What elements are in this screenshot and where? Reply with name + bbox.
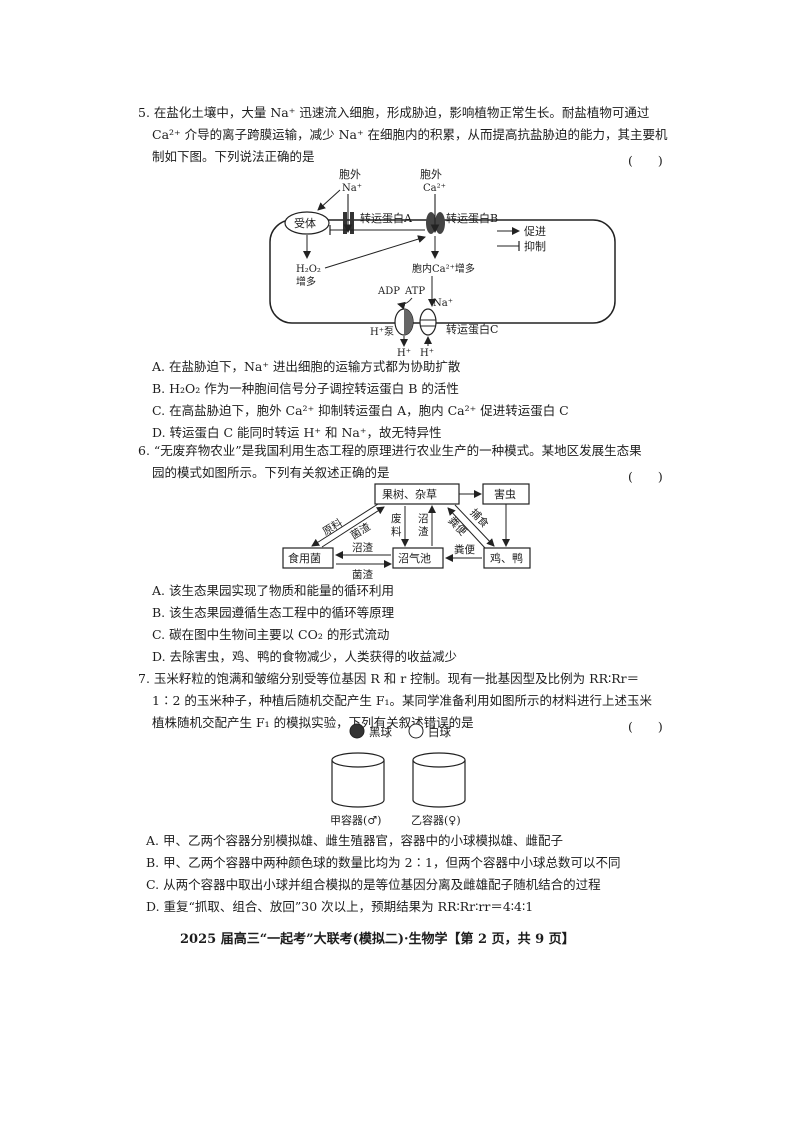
q6-option-a: A. 该生态果园实现了物质和能量的循环利用 — [152, 583, 394, 598]
container-b-rim — [412, 752, 466, 768]
fungi-label: 食用菌 — [288, 551, 321, 565]
page-footer: 2025 届高三“一起考”大联考(模拟二)·生物学【第 2 页，共 9 页】 — [180, 932, 575, 947]
q6-stem-line1: 6. “无废弃物农业”是我国利用生态工程的原理进行农业生产的一种模式。某地区发展… — [138, 443, 642, 458]
waste-label2: 料 — [391, 525, 402, 538]
poultry-box — [483, 547, 531, 569]
fruit-fungi-arrow — [311, 503, 379, 547]
q7-stem-line2: 1∶2 的玉米种子，种植后随机交配产生 F₁。某同学准备利用如图所示的材料进行上… — [152, 693, 653, 708]
container-a-label: 甲容器(♂) — [330, 813, 381, 827]
q5-stem-line3: 制如下图。下列说法正确的是 — [152, 149, 315, 164]
transporter-c-shape — [419, 308, 437, 336]
outside-na-label2: Na⁺ — [342, 183, 362, 194]
inner-ca-label: 胞内Ca²⁺增多 — [412, 262, 475, 275]
fungi-fruit-arrow — [321, 506, 385, 548]
h-label2: H⁺ — [420, 348, 434, 359]
white-ball-label: 白球 — [428, 725, 451, 739]
q6-option-b: B. 该生态果园遵循生态工程中的循环等原理 — [152, 605, 395, 620]
transporter-a-bar1 — [343, 212, 347, 234]
q5-answer-paren: ( ) — [628, 153, 663, 168]
h2o2-label1: H₂O₂ — [296, 264, 321, 275]
black-ball-icon — [349, 723, 365, 739]
outside-ca-label1: 胞外 — [420, 168, 442, 181]
fruit-label: 果树、杂草 — [382, 487, 437, 501]
container-b-body — [412, 760, 466, 808]
fungal-residue2-label: 菌渣 — [352, 568, 373, 581]
fungi-box — [282, 547, 334, 569]
q5-stem-line1: 5. 在盐化土壤中，大量 Na⁺ 迅速流入细胞，形成胁迫，影响植物正常生长。耐盐… — [138, 105, 650, 120]
biogas-box — [392, 547, 444, 569]
legend-promote-label: 促进 — [524, 224, 546, 238]
q7-answer-paren: ( ) — [628, 719, 663, 734]
h-label1: H⁺ — [397, 348, 411, 359]
q7-option-b: B. 甲、乙两个容器中两种颜色球的数量比均为 2∶1，但两个容器中小球总数可以不… — [146, 855, 621, 870]
na-receptor-arrow — [317, 189, 341, 211]
h-pump-fill — [404, 309, 413, 335]
q5-option-a: A. 在盐胁迫下，Na⁺ 进出细胞的运输方式都为协助扩散 — [152, 359, 461, 374]
container-b-label: 乙容器(♀) — [411, 813, 461, 827]
transporter-b-label: 转运蛋白B — [446, 211, 498, 225]
q6-option-c: C. 碳在图中生物间主要以 CO₂ 的形式流动 — [152, 627, 390, 642]
black-ball-label: 黑球 — [369, 725, 392, 739]
container-a-body — [331, 760, 385, 808]
outside-ca-label2: Ca²⁺ — [423, 183, 446, 194]
container-a-rim — [331, 752, 385, 768]
outside-na-label1: 胞外 — [339, 168, 361, 181]
manure-label: 粪便 — [454, 543, 475, 556]
q5-stem-line2: Ca²⁺ 介导的离子跨膜运输，减少 Na⁺ 在细胞内的积累，从而提高抗盐胁迫的能… — [152, 127, 668, 142]
h-pump-label: H⁺泵 — [370, 326, 394, 338]
q5-option-d: D. 转运蛋白 C 能同时转运 H⁺ 和 Na⁺，故无特异性 — [152, 425, 442, 440]
q5-option-c: C. 在高盐胁迫下，胞外 Ca²⁺ 抑制转运蛋白 A，胞内 Ca²⁺ 促进转运蛋… — [152, 403, 569, 418]
q7-stem-line1: 7. 玉米籽粒的饱满和皱缩分别受等位基因 R 和 r 控制。现有一批基因型及比例… — [138, 671, 640, 686]
transporter-c-label: 转运蛋白C — [446, 322, 498, 336]
legend-inhibit-label: 抑制 — [524, 239, 546, 253]
q7-stem-line3: 植株随机交配产生 F₁ 的模拟实验，下列有关叙述错误的是 — [152, 715, 474, 730]
slag-label2: 渣 — [418, 525, 429, 538]
receptor-label: 受体 — [294, 216, 316, 230]
receptor-shape — [284, 211, 330, 235]
atp-adp-arrow — [397, 297, 413, 310]
h2o2-b-arrow — [324, 235, 426, 269]
h2o2-label2: 增多 — [296, 275, 316, 288]
na-in-label: Na⁺ — [433, 298, 453, 309]
atp-label: ATP — [404, 286, 425, 297]
adp-label: ADP — [377, 286, 400, 297]
q6-option-d: D. 去除害虫，鸡、鸭的食物减少，人类获得的收益减少 — [152, 649, 458, 664]
q6-stem-line2: 园的模式如图所示。下列有关叙述正确的是 — [152, 465, 390, 480]
biogas-label: 沼气池 — [398, 551, 431, 565]
poultry-fruit-arrow — [447, 507, 486, 549]
slag-mid-label: 沼渣 — [352, 541, 373, 554]
transporter-a-label: 转运蛋白A — [360, 211, 413, 225]
poultry-label: 鸡、鸭 — [490, 551, 523, 565]
fruit-poultry-arrow — [454, 504, 495, 547]
q7-option-c: C. 从两个容器中取出小球并组合模拟的是等位基因分离及雌雄配子随机结合的过程 — [146, 877, 601, 892]
q7-option-d: D. 重复“抓取、组合、放回”30 次以上，预期结果为 RR∶Rr∶rr＝4∶4… — [146, 899, 534, 914]
q5-option-b: B. H₂O₂ 作为一种胞间信号分子调控转运蛋白 B 的活性 — [152, 381, 459, 396]
white-ball-icon — [408, 723, 424, 739]
slag-label1: 沼 — [418, 512, 429, 525]
waste-label1: 废 — [391, 512, 402, 525]
q7-option-a: A. 甲、乙两个容器分别模拟雄、雌生殖器官，容器中的小球模拟雄、雌配子 — [146, 833, 563, 848]
transporter-a-bar2 — [350, 212, 354, 234]
pest-label: 害虫 — [494, 487, 516, 501]
q6-answer-paren: ( ) — [628, 469, 663, 484]
